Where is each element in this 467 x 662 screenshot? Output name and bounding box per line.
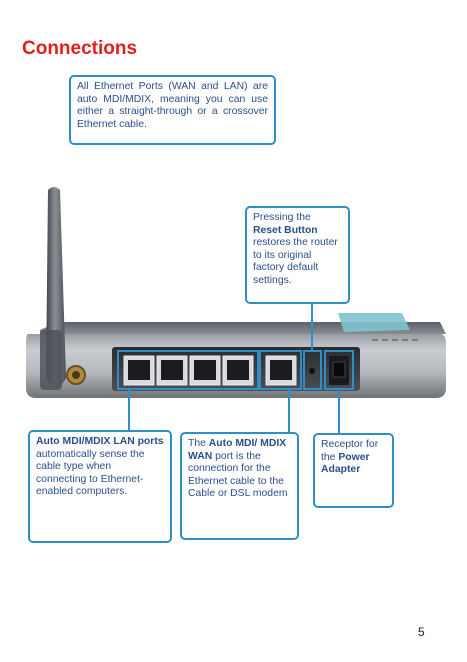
- reset-callout-bold: Reset Button: [253, 224, 318, 236]
- wan-callout-post: port is the connection for the Ethernet …: [188, 450, 288, 500]
- reset-connector-line: [311, 303, 313, 351]
- wan-port-highlight: [259, 350, 302, 390]
- reset-button-highlight: [303, 350, 322, 390]
- page-number: 5: [418, 625, 425, 639]
- lan-ports: [123, 355, 254, 386]
- lan-ports-highlight: [117, 350, 259, 390]
- wan-callout-bold: Auto MDI/ MDIX WAN: [188, 438, 287, 462]
- power-callout-pre: Receptor for the: [321, 439, 379, 463]
- power-callout-bold: Power Adapter: [321, 451, 370, 476]
- reset-callout-post: restores the router to its original fact…: [253, 237, 338, 286]
- power-adapter-callout: Receptor for the Power Adapter: [313, 433, 394, 508]
- reset-callout-pre: Pressing the: [253, 212, 311, 223]
- power-connector-line: [338, 389, 340, 433]
- page-title: Connections: [22, 38, 138, 59]
- lan-ports-callout: Auto MDI/MDIX LAN ports automatically se…: [28, 430, 172, 543]
- wan-port: [265, 355, 297, 386]
- wan-connector-line: [288, 389, 290, 432]
- lan-callout-post: automatically sense the cable type when …: [36, 448, 145, 498]
- wan-port-callout: The Auto MDI/ MDIX WAN port is the conne…: [180, 432, 299, 540]
- ethernet-ports-info-callout: All Ethernet Ports (WAN and LAN) are aut…: [69, 75, 276, 145]
- wan-callout-pre: The: [188, 438, 206, 449]
- lan-connector-line: [128, 389, 130, 430]
- reset-button-callout: Pressing the Reset Button restores the r…: [245, 206, 350, 304]
- lan-callout-bold: Auto MDI/MDIX LAN ports: [36, 436, 164, 447]
